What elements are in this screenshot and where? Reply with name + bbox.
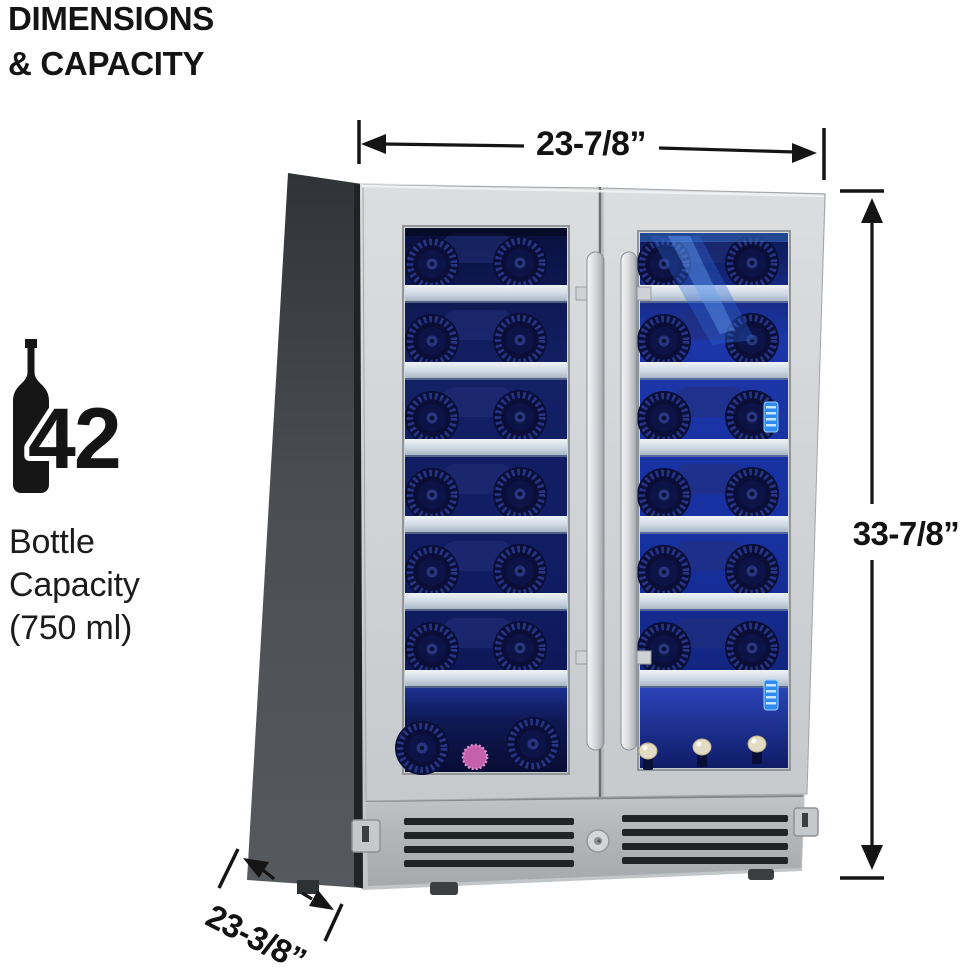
kickplate <box>351 795 819 895</box>
depth-dimension-label: 23-3/8” <box>200 897 312 971</box>
right-bottom-compartment <box>638 688 788 770</box>
top-edge-highlight <box>361 184 825 198</box>
capacity-label-line-1: Bottle <box>9 523 95 561</box>
door-lock[interactable] <box>586 829 610 853</box>
right-door-handle[interactable] <box>620 251 638 751</box>
depth-arrow-downright <box>309 890 334 910</box>
depth-arrow-upleft <box>243 858 269 878</box>
width-dimension-label: 23-7/8” <box>536 125 646 163</box>
left-bottom-compartment <box>395 688 567 775</box>
hinge-bottom-right <box>793 807 819 837</box>
led-light-module <box>763 401 779 433</box>
title-line-1: DIMENSIONS <box>8 0 215 37</box>
bottle-count: 42 <box>28 391 120 487</box>
depth-tick-lower <box>323 903 344 942</box>
left-glass-frame <box>402 225 570 775</box>
width-dimension: 23-7/8” <box>357 120 826 180</box>
width-arrow-left <box>361 134 386 154</box>
capacity-label-line-2: Capacity <box>9 566 140 604</box>
height-dimension: 33-7/8” <box>840 189 960 880</box>
wine-cooler <box>247 173 826 895</box>
page-title: DIMENSIONS & CAPACITY <box>8 0 214 86</box>
foot-right <box>748 869 774 880</box>
depth-tick-upper <box>217 848 240 889</box>
wine-shelves-right <box>640 285 788 688</box>
vent-grille-right <box>622 815 788 864</box>
left-door[interactable] <box>362 184 602 802</box>
height-arrow-up <box>861 198 883 223</box>
side-foot <box>297 880 319 894</box>
wine-bottle-icon <box>13 339 49 493</box>
vent-grille-left <box>404 818 574 867</box>
glass-reflection <box>650 236 755 345</box>
hinge-bottom-left <box>351 819 381 853</box>
foot-left <box>430 882 458 895</box>
left-door-glass <box>395 228 567 775</box>
door-handles <box>575 251 652 751</box>
cabinet-side-panel <box>247 173 364 894</box>
title-line-2: & CAPACITY <box>8 45 205 82</box>
led-light-module <box>763 679 779 711</box>
pink-capped-bottle <box>461 743 489 771</box>
right-door-glass <box>637 233 788 770</box>
bottle-capacity-label: Bottle Capacity (750 ml) <box>9 521 140 650</box>
right-door[interactable] <box>602 187 826 798</box>
standing-bottle-caps <box>638 735 767 770</box>
wine-shelves-left <box>405 285 567 688</box>
height-dimension-label: 33-7/8” <box>853 515 960 552</box>
bottle-capacity-badge: 42 <box>13 339 127 493</box>
width-arrow-right <box>792 143 817 163</box>
height-arrow-down <box>861 845 883 870</box>
capacity-label-line-3: (750 ml) <box>9 609 133 647</box>
left-door-handle[interactable] <box>586 251 605 751</box>
